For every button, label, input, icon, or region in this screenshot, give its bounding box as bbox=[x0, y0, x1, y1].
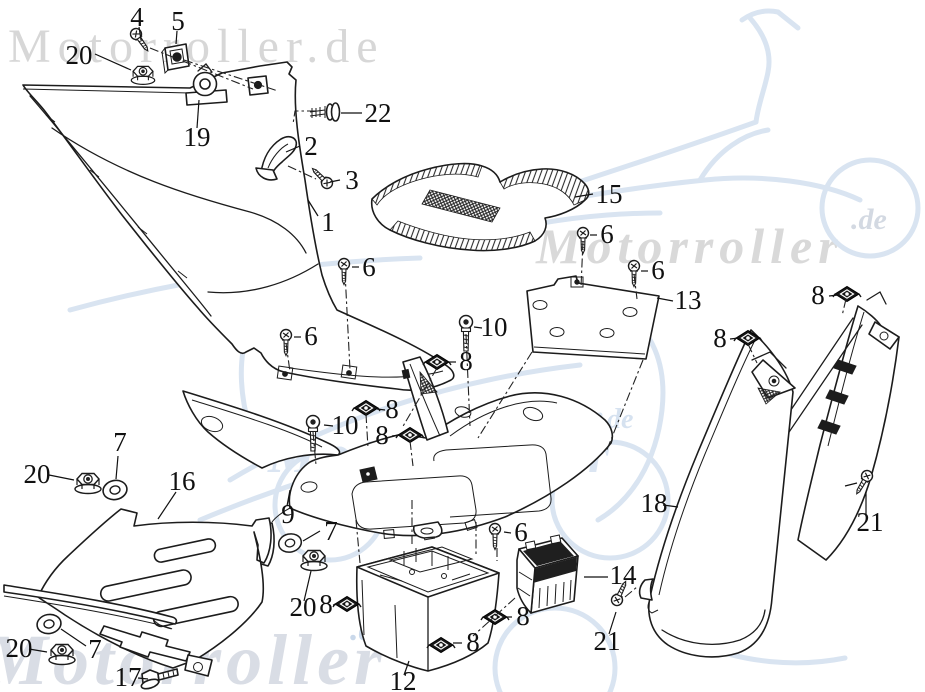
part-14-battery bbox=[516, 534, 579, 614]
screw-icon bbox=[337, 257, 351, 286]
callout-label: 1 bbox=[321, 207, 335, 237]
callout-label: 6 bbox=[362, 252, 376, 282]
callout-label: 8 bbox=[466, 627, 480, 657]
callout-label: 8 bbox=[375, 420, 389, 450]
callout-label: 8 bbox=[385, 394, 399, 424]
leader-lines bbox=[28, 26, 867, 680]
callout-label: 6 bbox=[304, 321, 318, 351]
callout-label: 9 bbox=[281, 499, 295, 529]
clip-icon bbox=[832, 285, 862, 303]
callout-label: 19 bbox=[184, 122, 211, 152]
projection-lines bbox=[149, 47, 847, 637]
callout-label: 6 bbox=[651, 255, 665, 285]
callout-label: 15 bbox=[596, 179, 623, 209]
callout-label: 8 bbox=[516, 601, 530, 631]
callout-label: 14 bbox=[610, 560, 638, 590]
part-22-pin bbox=[309, 102, 341, 122]
callout-label: 20 bbox=[6, 633, 33, 663]
callout-label: 6 bbox=[600, 219, 614, 249]
callout-label: 7 bbox=[113, 427, 127, 457]
part-19-bracket bbox=[185, 63, 228, 106]
callout-label: 6 bbox=[514, 517, 528, 547]
part-mount-square bbox=[247, 75, 269, 96]
part-20-nut-top bbox=[130, 65, 156, 85]
part-3-screw bbox=[307, 163, 336, 192]
part-12-battery-box bbox=[355, 546, 500, 672]
part-18-pillar-panel-rear bbox=[667, 291, 900, 599]
callout-label: 7 bbox=[88, 634, 102, 664]
callout-label: 20 bbox=[66, 40, 93, 70]
callouts: 4 5 20 19 22 2 3 1 15 6 6 6 6 10 13 8 8 … bbox=[6, 2, 884, 692]
washer-icon bbox=[100, 477, 130, 503]
callout-label: 3 bbox=[345, 165, 359, 195]
callout-label: 12 bbox=[390, 666, 417, 692]
parts-layer bbox=[3, 25, 900, 690]
part-13-bracket-plate bbox=[526, 275, 660, 360]
nut-icon bbox=[74, 472, 102, 495]
callout-label: 18 bbox=[641, 488, 668, 518]
part-strip-molding bbox=[3, 584, 178, 630]
callout-label: 7 bbox=[324, 516, 338, 546]
watermark-mid-right-de: .de bbox=[851, 203, 887, 236]
callout-label: 17 bbox=[115, 662, 142, 692]
callout-label: 5 bbox=[171, 6, 185, 36]
part-2-hook bbox=[255, 136, 298, 181]
callout-label: 21 bbox=[594, 626, 621, 656]
callout-label: 8 bbox=[811, 280, 825, 310]
part-17-flange-bolt bbox=[140, 668, 179, 690]
callout-label: 10 bbox=[481, 312, 508, 342]
callout-label: 8 bbox=[459, 346, 473, 376]
callout-label: 10 bbox=[332, 410, 359, 440]
callout-label: 8 bbox=[713, 323, 727, 353]
part-18-pillar-panel-front bbox=[638, 329, 796, 658]
callout-label: 13 bbox=[675, 285, 702, 315]
callout-label: 21 bbox=[857, 507, 884, 537]
callout-label: 8 bbox=[319, 589, 333, 619]
screw-icon bbox=[488, 522, 502, 551]
callout-label: 4 bbox=[130, 2, 144, 32]
watermark-top-left: Motorroller.de bbox=[8, 20, 385, 73]
callout-label: 22 bbox=[365, 98, 392, 128]
callout-label: 16 bbox=[169, 466, 196, 496]
part-16-under-panel bbox=[37, 508, 272, 677]
callout-label: 2 bbox=[304, 131, 318, 161]
callout-label: 20 bbox=[24, 459, 51, 489]
callout-label: 20 bbox=[290, 592, 317, 622]
